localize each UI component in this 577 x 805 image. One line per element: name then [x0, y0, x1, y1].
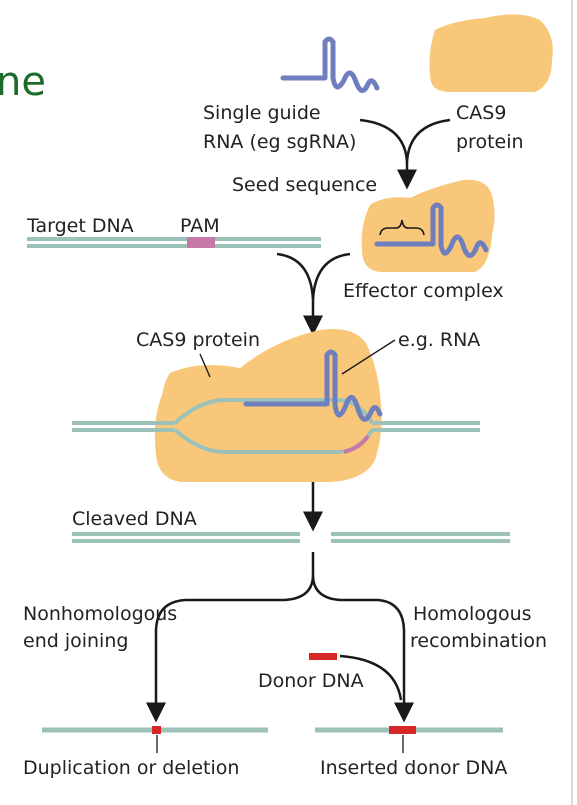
label-cas9-protein: CAS9 protein [136, 329, 260, 351]
label-single-guide-1: Single guide [203, 102, 321, 124]
pam-site [187, 237, 215, 248]
label-target-dna: Target DNA [26, 215, 134, 237]
split-arrow-left [146, 552, 315, 723]
label-cleaved-dna: Cleaved DNA [72, 508, 197, 530]
label-nhej-1: Nonhomologous [23, 603, 177, 625]
label-inserted-donor: Inserted donor DNA [320, 757, 507, 779]
outcome-dna-hr [315, 726, 503, 753]
label-donor-dna: Donor DNA [258, 670, 364, 692]
cleaved-dna-right [331, 532, 510, 543]
label-hr-1: Homologous [413, 603, 532, 625]
bound-dna-top-strand [173, 398, 374, 425]
label-single-guide-2: RNA (eg sgRNA) [203, 131, 356, 153]
label-hr-2: recombination [410, 630, 547, 652]
bound-dna-left [72, 421, 175, 432]
effector-complex-blob [361, 179, 495, 272]
merge-arrow-2 [276, 252, 351, 328]
bound-rna-loop [324, 349, 338, 358]
sgrna-loop [322, 36, 336, 45]
cas9-protein-blob [429, 14, 553, 93]
split-arrow-right [311, 574, 414, 723]
label-nhej-2: end joining [23, 630, 128, 652]
leader-rna [341, 339, 396, 375]
label-duplication-deletion: Duplication or deletion [23, 757, 239, 779]
target-dna-strand [27, 237, 321, 248]
label-cas9-1: CAS9 [456, 102, 506, 124]
label-cas9-2: protein [456, 131, 524, 153]
cleaved-dna-left [72, 532, 300, 543]
bound-rna [243, 352, 383, 422]
merge-arrow-1 [359, 118, 451, 182]
indel-mark [152, 726, 161, 734]
sgrna-shape [280, 39, 380, 93]
leader-cas9 [199, 353, 211, 378]
label-eg-rna: e.g. RNA [398, 329, 480, 351]
seed-sequence-brace [379, 219, 425, 236]
label-pam: PAM [180, 215, 220, 237]
label-seed-sequence: Seed sequence [232, 174, 377, 196]
label-effector-complex: Effector complex [343, 280, 504, 302]
donor-merge-curve [339, 654, 403, 701]
effector-rna-loop [430, 202, 444, 211]
bound-dna-right [372, 421, 480, 432]
donor-dna-fragment [309, 653, 337, 660]
outcome-dna-nhej [42, 726, 268, 753]
slide-title-fragment: ne [0, 59, 46, 105]
bound-pam [343, 434, 370, 454]
effector-rna [374, 205, 489, 258]
inserted-donor-mark [389, 726, 416, 734]
